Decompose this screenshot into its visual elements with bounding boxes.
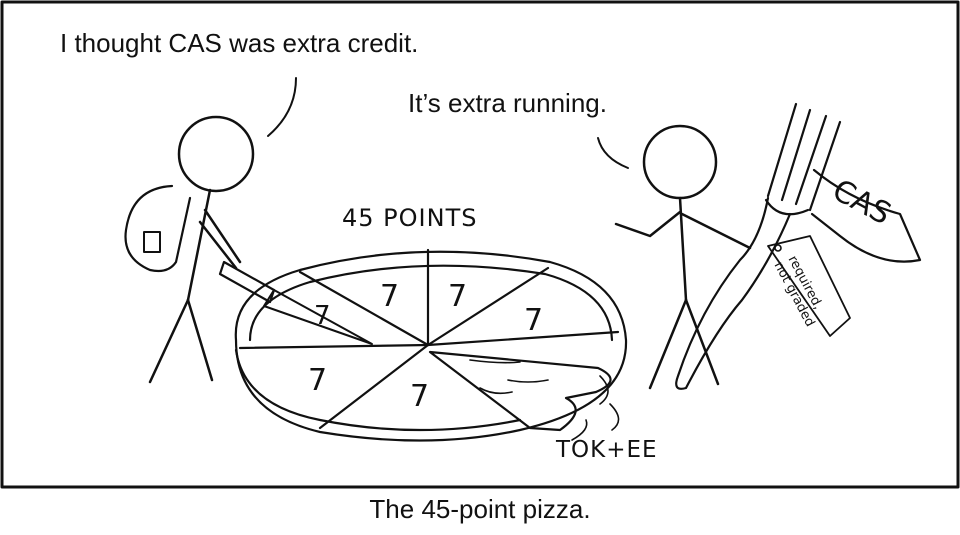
pizza xyxy=(234,248,628,442)
pizza-crust-outer xyxy=(234,250,628,442)
pizza-crust-inner xyxy=(248,264,614,342)
comic-caption: The 45-point pizza. xyxy=(369,494,591,524)
speech-tail-left xyxy=(267,77,297,137)
slice-number-1: 7 xyxy=(380,279,399,314)
points-label: 45 POINTS xyxy=(342,204,478,232)
knife xyxy=(218,260,276,304)
slice-number-4: 7 xyxy=(308,363,327,398)
head-right xyxy=(642,124,718,200)
slice-number-5: 7 xyxy=(410,379,429,414)
panel-border xyxy=(0,0,960,489)
cas-flag xyxy=(810,168,922,263)
speech-tail-right xyxy=(597,137,629,169)
pulled-slice-label: TOK+EE xyxy=(556,437,658,463)
fork xyxy=(675,102,922,390)
figure-left xyxy=(124,115,373,384)
backpack xyxy=(124,184,192,273)
slice-number-2: 7 xyxy=(448,279,467,314)
figure-right xyxy=(614,124,752,390)
flag-text: CAS xyxy=(827,173,897,232)
pulled-slice xyxy=(428,350,612,432)
slice-number-3: 7 xyxy=(524,303,543,338)
grading-tag xyxy=(767,235,851,337)
head-left xyxy=(177,115,255,193)
pizza-crust-front xyxy=(234,348,522,432)
speech-right: It’s extra running. xyxy=(408,88,607,118)
speech-left: I thought CAS was extra credit. xyxy=(60,28,419,58)
slice-number-6: 7 xyxy=(314,301,331,331)
